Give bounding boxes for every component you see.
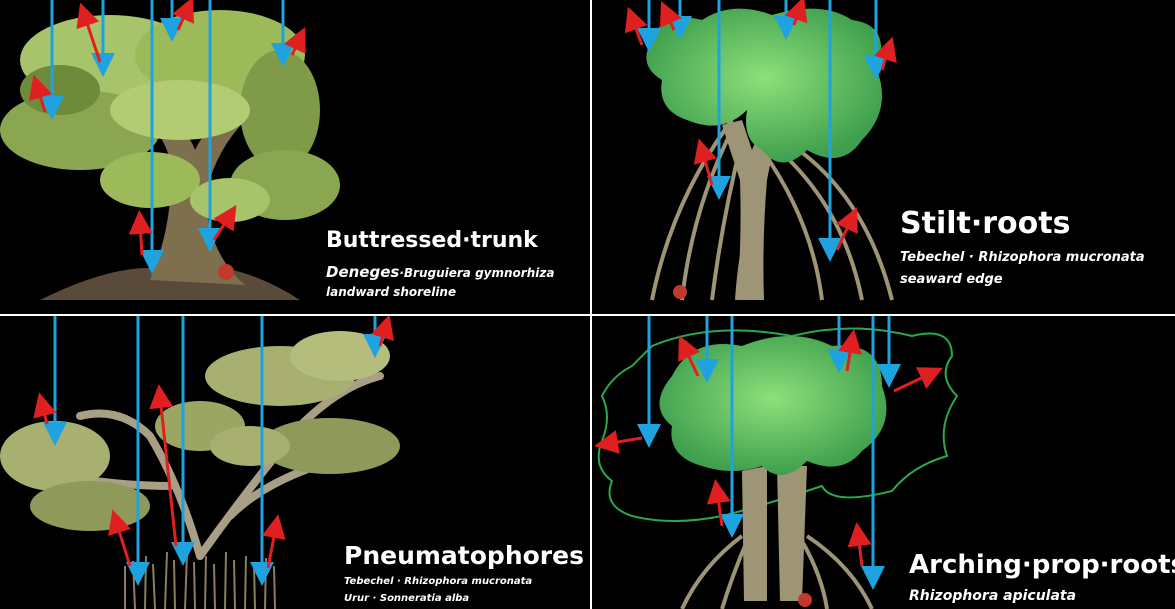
panel-title: Buttressed·trunk <box>326 228 538 253</box>
crab-icon <box>218 264 234 280</box>
panel-subtitle-species: Rhizophora apiculata <box>909 588 1076 604</box>
panel-subtitle-species: Deneges·Bruguiera gymnorhiza <box>326 262 554 281</box>
local-name: Deneges <box>326 263 399 281</box>
trunk <box>742 466 767 601</box>
panel-subtitle-habitat: seaward edge <box>900 272 1003 287</box>
panel-subtitle-habitat: landward shoreline <box>326 285 456 299</box>
panel-title: Arching·prop·roots <box>909 550 1175 580</box>
crab-icon <box>798 593 812 607</box>
canopy <box>660 336 887 475</box>
scientific-name: ·Bruguiera gymnorhiza <box>399 266 554 280</box>
crab-icon <box>673 285 687 299</box>
foliage <box>0 331 400 531</box>
canopy <box>646 9 882 163</box>
panel-buttressed-trunk: Buttressed·trunk Deneges·Bruguiera gymno… <box>0 0 590 314</box>
panel-subtitle-species: Tebechel · Rhizophora mucronata <box>900 250 1145 265</box>
panel-subtitle-species-2: Urur · Sonneratia alba <box>344 593 469 604</box>
stilt-tree-illustration <box>592 0 1175 314</box>
panel-title: Pneumatophores <box>344 541 584 570</box>
panel-title: Stilt·roots <box>900 206 1070 241</box>
pneumatophore-spikes <box>125 552 275 609</box>
panel-subtitle-species-1: Tebechel · Rhizophora mucronata <box>344 576 532 587</box>
panel-arching-prop-roots: Arching·prop·roots Rhizophora apiculata <box>592 316 1175 609</box>
panel-stilt-roots: Stilt·roots Tebechel · Rhizophora mucron… <box>592 0 1175 314</box>
panel-pneumatophores: Pneumatophores Tebechel · Rhizophora muc… <box>0 316 590 609</box>
